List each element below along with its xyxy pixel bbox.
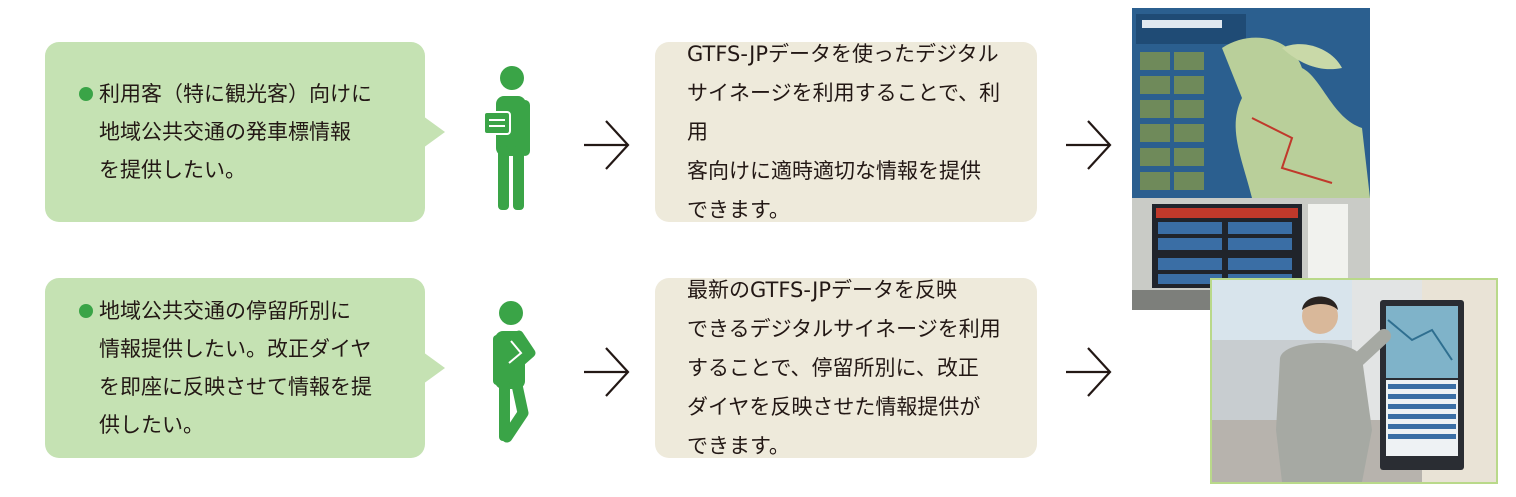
need-text-1: 利用客（特に観光客）向けに 地域公共交通の発車標情報 を提供したい。 — [79, 75, 372, 189]
need-line: 地域公共交通の停留所別に — [99, 299, 351, 323]
chevron-right-arrow-icon — [1066, 120, 1112, 170]
solution-line: 最新のGTFS-JPデータを反映 — [687, 277, 957, 302]
need-line: を即座に反映させて情報を提 — [99, 375, 372, 399]
need-text-2: 地域公共交通の停留所別に 情報提供したい。改正ダイヤ を即座に反映させて情報を提… — [79, 292, 372, 444]
solution-line: できます。 — [687, 197, 790, 222]
bullet-icon — [79, 87, 93, 101]
chevron-right-arrow-icon — [1066, 347, 1112, 397]
chevron-right-arrow-icon — [584, 347, 630, 397]
speech-bubble-tail — [423, 352, 445, 384]
need-line: を提供したい。 — [99, 158, 246, 182]
solution-line: できます。 — [687, 433, 790, 458]
bullet-icon — [79, 304, 93, 318]
signage-person-photo — [1210, 278, 1498, 484]
solution-box-1: GTFS-JPデータを使ったデジタル サイネージを利用することで、利用 客向けに… — [655, 42, 1037, 222]
person-thinking-icon — [493, 301, 536, 443]
need-box-1: 利用客（特に観光客）向けに 地域公共交通の発車標情報 を提供したい。 — [45, 42, 445, 222]
signage-person-illustration — [1212, 280, 1496, 482]
chevron-right-arrow-icon — [584, 120, 630, 170]
solution-line: することで、停留所別に、改正 — [687, 355, 979, 380]
need-line: 情報提供したい。改正ダイヤ — [99, 337, 372, 361]
solution-line: GTFS-JPデータを使ったデジタル — [687, 41, 999, 66]
signage-map-photo — [1132, 8, 1370, 310]
solution-box-2: 最新のGTFS-JPデータを反映 できるデジタルサイネージを利用 することで、停… — [655, 278, 1037, 458]
need-line: 供したい。 — [99, 413, 204, 437]
speech-bubble-tail — [423, 116, 445, 148]
solution-text-2: 最新のGTFS-JPデータを反映 できるデジタルサイネージを利用 することで、停… — [687, 271, 1001, 466]
need-box-2: 地域公共交通の停留所別に 情報提供したい。改正ダイヤ を即座に反映させて情報を提… — [45, 278, 445, 458]
solution-line: サイネージを利用することで、利用 — [687, 80, 1001, 144]
solution-line: できるデジタルサイネージを利用 — [687, 316, 1001, 341]
solution-line: 客向けに適時適切な情報を提供 — [687, 158, 981, 183]
need-line: 地域公共交通の発車標情報 — [99, 120, 351, 144]
solution-line: ダイヤを反映させた情報提供が — [687, 394, 981, 419]
person-document-icon — [483, 66, 530, 210]
signage-map-illustration — [1132, 8, 1370, 310]
solution-text-1: GTFS-JPデータを使ったデジタル サイネージを利用することで、利用 客向けに… — [687, 35, 1009, 230]
need-line: 利用客（特に観光客）向けに — [99, 82, 372, 106]
